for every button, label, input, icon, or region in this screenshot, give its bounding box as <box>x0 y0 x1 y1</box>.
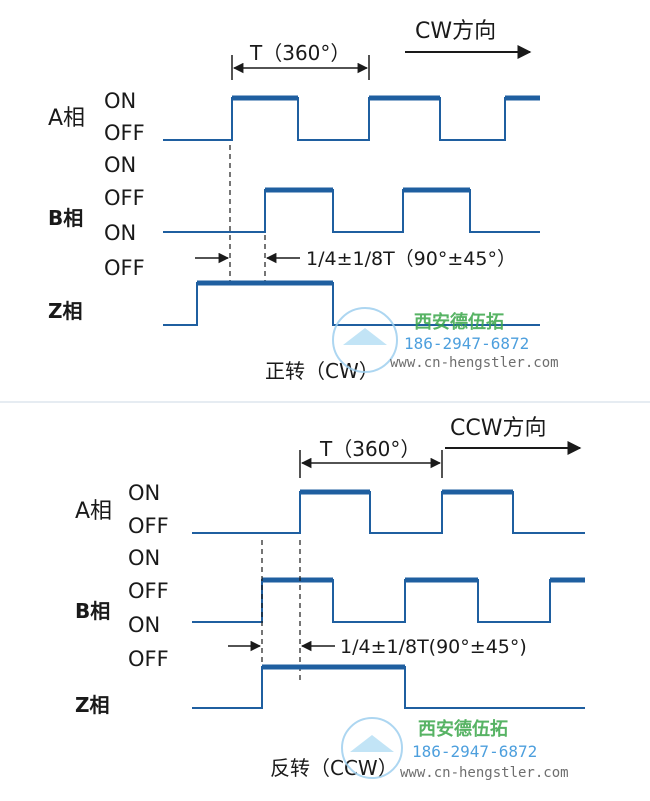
a-phase-waveform <box>163 97 540 141</box>
z-phase-waveform-rev <box>192 666 585 709</box>
a-phase-label-rev: A相 <box>75 499 112 524</box>
forward-panel: CW方向 T（360°） A相 ON OFF ON OFF B相 ON OFF … <box>48 19 540 383</box>
b-phase-waveform <box>163 189 540 233</box>
a-phase-label: A相 <box>48 106 85 131</box>
b-on-label-rev: ON <box>128 546 160 570</box>
watermark-url: www.cn-hengstler.com <box>390 355 559 371</box>
a-on-label: ON <box>104 89 136 113</box>
a-on-label-rev: ON <box>128 481 160 505</box>
b-off2-label-rev: OFF <box>128 647 169 671</box>
b-off-label: OFF <box>104 186 145 210</box>
reverse-panel: CCW方向 T（360°） A相 ON OFF ON OFF B相 ON OFF… <box>75 416 585 780</box>
watermark-top: 西安德伍拓 186-2947-6872 www.cn-hengstler.com <box>332 307 559 373</box>
watermark-url-2: www.cn-hengstler.com <box>400 765 569 781</box>
watermark-logo-roof <box>343 328 387 345</box>
watermark-bottom: 西安德伍拓 186-2947-6872 www.cn-hengstler.com <box>341 717 569 781</box>
cw-direction-label: CW方向 <box>415 19 496 44</box>
phase-label-rev: 1/4±1/8T(90°±45°) <box>340 636 527 658</box>
z-phase-label-rev: Z相 <box>75 693 110 717</box>
b-on-label: ON <box>104 153 136 177</box>
a-off-label-rev: OFF <box>128 514 169 538</box>
ccw-direction-label: CCW方向 <box>450 416 546 441</box>
b-phase-waveform-rev <box>192 579 585 623</box>
b-phase-label: B相 <box>48 206 83 230</box>
watermark-logo-roof-2 <box>350 735 394 752</box>
ccw-caption: 反转（CCW） <box>270 756 398 780</box>
a-off-label: OFF <box>104 121 145 145</box>
z-phase-label: Z相 <box>48 299 83 323</box>
watermark-logo-icon <box>332 307 398 373</box>
b-off-label-rev: OFF <box>128 579 169 603</box>
watermark-phone-2: 186-2947-6872 <box>412 742 537 761</box>
b-off2-label: OFF <box>104 256 145 280</box>
watermark-logo-icon-2 <box>341 717 403 779</box>
period-label-rev: T（360°） <box>319 437 420 461</box>
watermark-phone: 186-2947-6872 <box>404 334 529 353</box>
a-phase-waveform-rev <box>192 491 585 534</box>
b-on2-label: ON <box>104 221 136 245</box>
b-on2-label-rev: ON <box>128 613 160 637</box>
watermark-company: 西安德伍拓 <box>414 311 504 333</box>
b-phase-label-rev: B相 <box>75 599 110 623</box>
period-label: T（360°） <box>249 41 350 65</box>
watermark-company-2: 西安德伍拓 <box>418 718 508 740</box>
phase-label: 1/4±1/8T（90°±45°） <box>306 248 516 270</box>
